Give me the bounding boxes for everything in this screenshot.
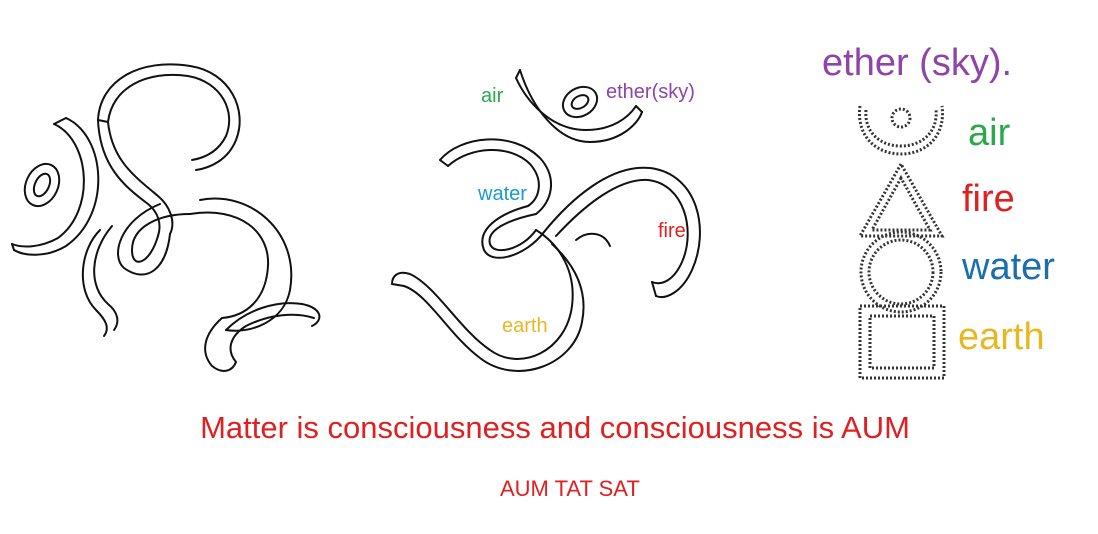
right-label-air: air <box>968 112 1011 154</box>
middle-label-earth: earth <box>502 315 548 337</box>
aum-ribbon-drawing-left <box>11 63 321 372</box>
mantra-text: AUM TAT SAT <box>500 476 640 501</box>
right-label-water: water <box>962 246 1055 288</box>
right-label-earth: earth <box>958 316 1045 358</box>
right-label-fire: fire <box>962 178 1015 220</box>
middle-label-fire: fire <box>658 220 686 242</box>
middle-label-air: air <box>481 85 504 107</box>
om-symbol-outline-middle <box>391 69 701 372</box>
middle-label-ether: ether(sky) <box>606 81 695 103</box>
caption-text: Matter is consciousness and consciousnes… <box>200 410 910 445</box>
middle-label-water: water <box>478 183 527 205</box>
right-label-ether: ether (sky). <box>822 42 1013 84</box>
element-stack-stipple <box>857 105 946 380</box>
